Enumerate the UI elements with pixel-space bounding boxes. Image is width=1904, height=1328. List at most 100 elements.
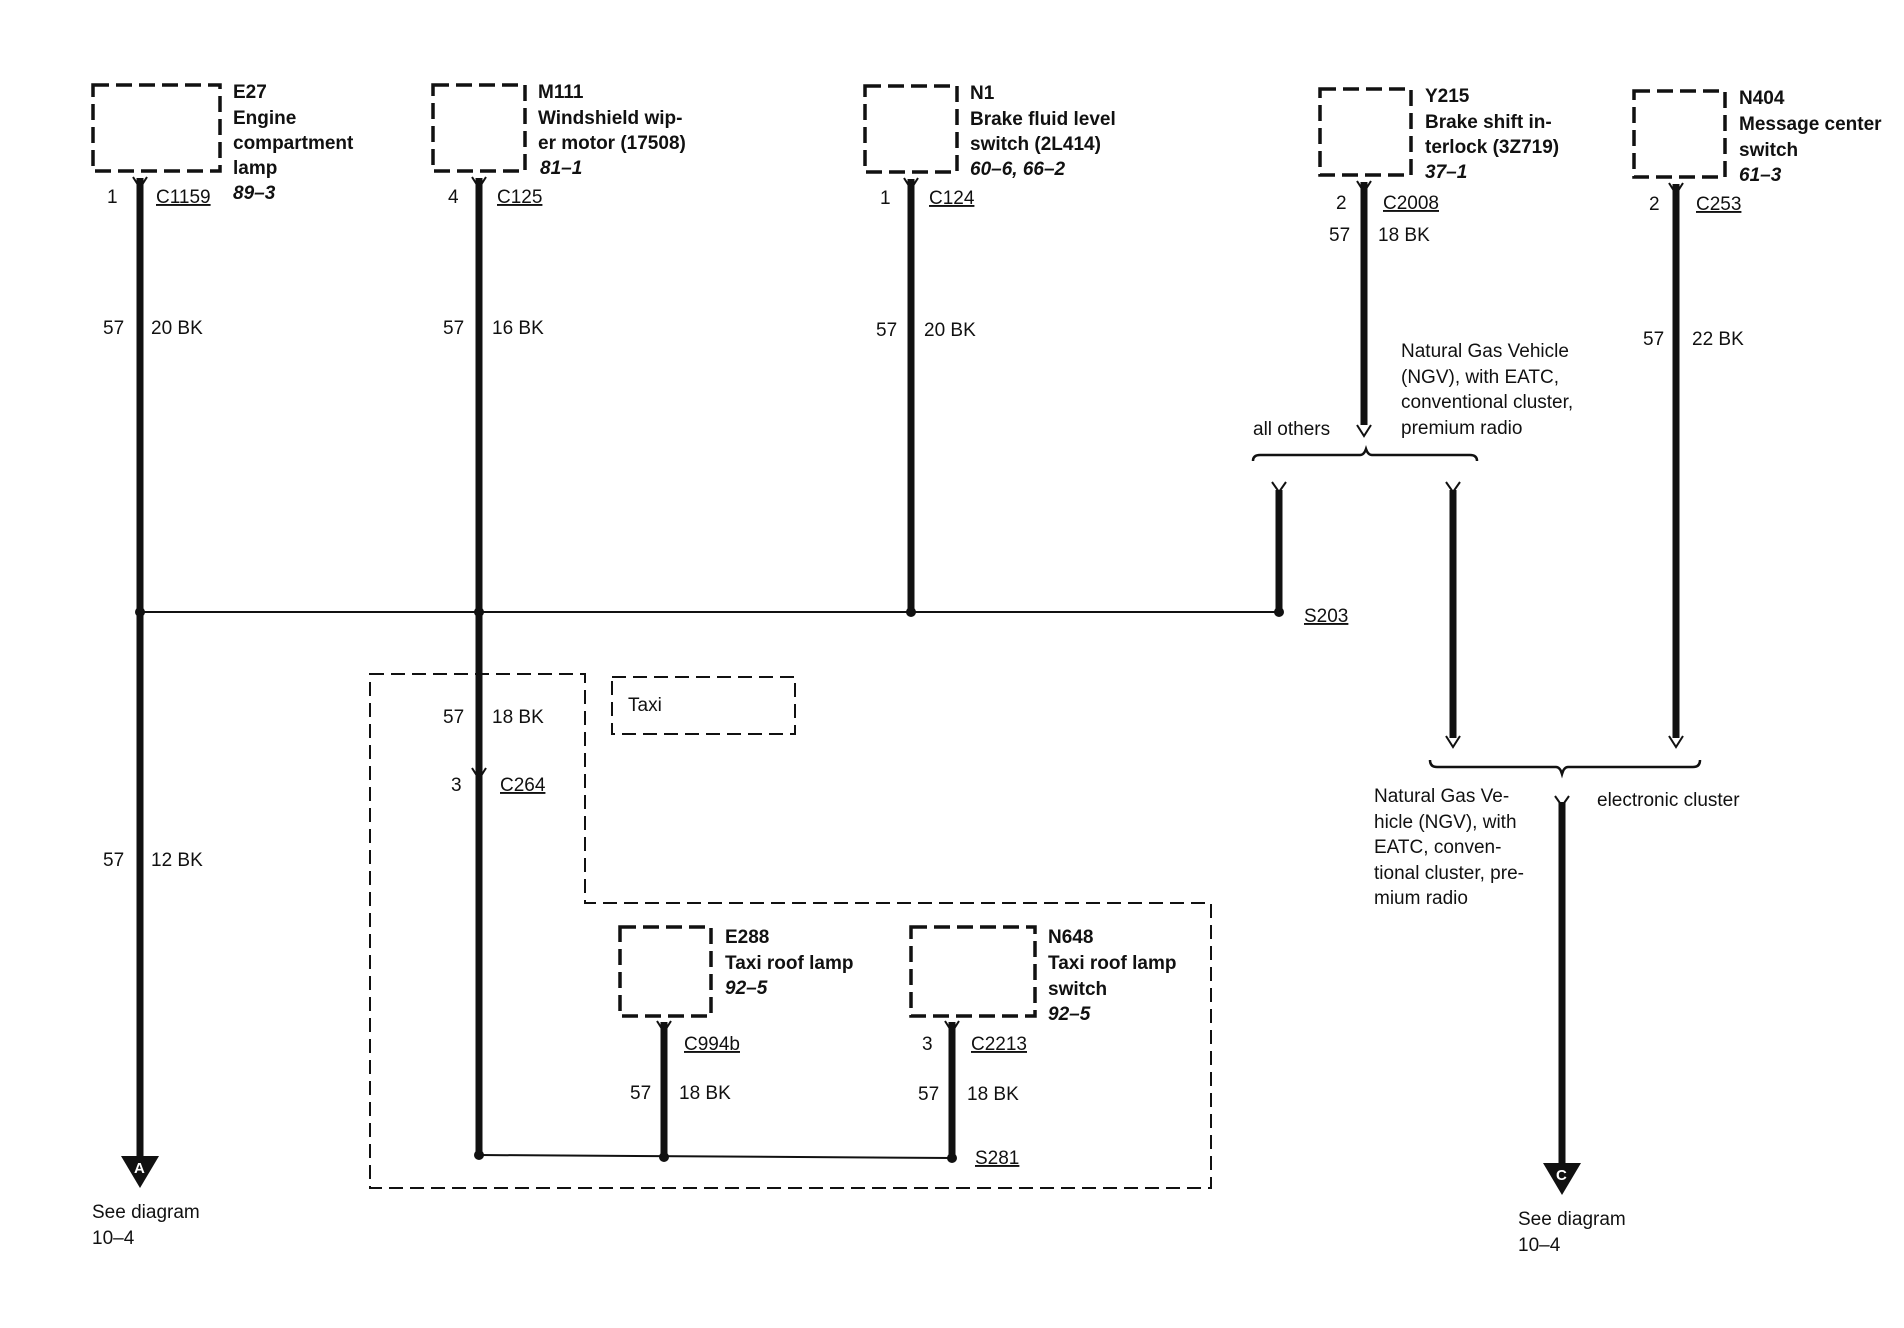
- n404-connector-mark: [1668, 182, 1684, 196]
- e288-circuit: 57: [630, 1083, 651, 1104]
- n1-circuit: 57: [876, 320, 897, 341]
- component-y215: Y215 Brake shift in- terlock (3Z719) 37–…: [1318, 86, 1559, 438]
- s203-dot: [1274, 607, 1284, 617]
- y215-ref: 37–1: [1425, 162, 1467, 183]
- output-a-arrow-icon: [121, 1156, 159, 1188]
- n1-name-line-2: switch (2L414): [970, 134, 1101, 155]
- y215-pin: 2: [1336, 193, 1347, 214]
- m111-id: M111: [538, 82, 584, 103]
- output-c-line-2: 10–4: [1518, 1235, 1561, 1256]
- m111-circuit: 57: [443, 318, 464, 339]
- m111-connector: C125: [497, 187, 542, 208]
- y215-circuit: 57: [1329, 225, 1350, 246]
- output-c-letter: C: [1556, 1167, 1567, 1184]
- n404-name-line-2: switch: [1739, 140, 1798, 161]
- taxi-label: Taxi: [628, 695, 662, 716]
- y215-id: Y215: [1425, 86, 1470, 107]
- n648-circuit: 57: [918, 1084, 939, 1105]
- e27-splice-dot: [135, 607, 145, 617]
- s281-bus-line: [478, 1154, 953, 1159]
- n648-name-line-1: Taxi roof lamp: [1048, 953, 1176, 974]
- n1-connector: C124: [929, 188, 975, 209]
- m111-splice-dot: [474, 607, 484, 617]
- y215-name-line-2: terlock (3Z719): [1425, 137, 1559, 158]
- ngv-upper-line-1: Natural Gas Vehicle: [1401, 341, 1569, 362]
- c264-pin: 3: [451, 775, 462, 796]
- s203-label: S203: [1304, 606, 1348, 627]
- m111-wire-label: 16 BK: [492, 318, 544, 339]
- output-a-line-2: 10–4: [92, 1228, 135, 1249]
- n1-id: N1: [970, 83, 995, 104]
- n1-splice-dot: [906, 607, 916, 617]
- n404-pin: 2: [1649, 194, 1660, 215]
- n648-name-line-2: switch: [1048, 979, 1107, 1000]
- e27-connector-mark: [132, 176, 148, 190]
- n648-ref: 92–5: [1048, 1004, 1091, 1025]
- m111-box: [431, 83, 527, 173]
- n404-wire-label: 22 BK: [1692, 329, 1744, 350]
- n404-id: N404: [1739, 88, 1785, 109]
- e288-box: [618, 925, 713, 1018]
- output-c-line-1: See diagram: [1518, 1209, 1626, 1230]
- n648-connector-mark: [944, 1020, 960, 1034]
- component-n648: N648 Taxi roof lamp switch 92–5 3 C2213 …: [909, 925, 1176, 1158]
- e27-name-line-1: Engine: [233, 108, 296, 129]
- n404-name-line-1: Message center: [1739, 114, 1882, 135]
- lower-brace-shape: [1428, 759, 1702, 779]
- m111-ref: 81–1: [540, 158, 582, 179]
- upper-brace-shape: [1251, 445, 1479, 462]
- n1-wire-label: 20 BK: [924, 320, 976, 341]
- e27-pin: 1: [107, 187, 118, 208]
- e27-circuit: 57: [103, 318, 124, 339]
- splice-s203-bus: S203: [135, 606, 1348, 627]
- ngv-upper-line-2: (NGV), with EATC,: [1401, 367, 1559, 388]
- ngv-lower-line-1: Natural Gas Ve-: [1374, 786, 1509, 807]
- e288-connector-mark: [656, 1020, 672, 1034]
- m111-pin: 4: [448, 187, 459, 208]
- n1-box: [863, 84, 959, 174]
- s281-label: S281: [975, 1148, 1019, 1169]
- ngv-to-lower-arrow: [1445, 735, 1461, 749]
- ngv-lower-line-3: EATC, conven-: [1374, 837, 1501, 858]
- y215-option-arrow: [1356, 424, 1372, 438]
- e288-name-line-1: Taxi roof lamp: [725, 953, 853, 974]
- component-m111: M111 Windshield wip- er motor (17508) 81…: [431, 82, 686, 1155]
- m111-lower-circuit: 57: [443, 707, 464, 728]
- e288-ref: 92–5: [725, 978, 768, 999]
- c264-connector: C264: [500, 775, 546, 796]
- e27-id: E27: [233, 82, 267, 103]
- ngv-lower-line-4: tional cluster, pre-: [1374, 863, 1524, 884]
- n404-connector: C253: [1696, 194, 1741, 215]
- n648-wire-label: 18 BK: [967, 1084, 1019, 1105]
- splice-s281-bus: S281: [474, 1148, 1019, 1169]
- m111-name-line-1: Windshield wip-: [538, 108, 682, 129]
- component-e288: E288 Taxi roof lamp 92–5 C994b 57 18 BK: [618, 925, 853, 1158]
- s281-dot: [947, 1153, 957, 1163]
- output-c-arrow-icon: [1543, 1163, 1581, 1195]
- output-a-letter: A: [134, 1160, 145, 1177]
- ngv-upper-line-4: premium radio: [1401, 418, 1522, 439]
- m111-taxi-dot: [474, 1150, 484, 1160]
- n648-box: [909, 925, 1037, 1018]
- y215-wire-label: 18 BK: [1378, 225, 1430, 246]
- e27-ref: 89–3: [233, 183, 276, 204]
- e27-name-line-3: lamp: [233, 158, 277, 179]
- e27-name-line-2: compartment: [233, 133, 354, 154]
- m111-lower-wire-label: 18 BK: [492, 707, 544, 728]
- component-e27: E27 Engine compartment lamp 89–3 1 C1159…: [91, 82, 354, 1160]
- y215-connector: C2008: [1383, 193, 1439, 214]
- all-others-label: all others: [1253, 419, 1330, 440]
- n648-connector: C2213: [971, 1034, 1027, 1055]
- e27-box: [91, 83, 222, 173]
- electronic-cluster-label: electronic cluster: [1597, 790, 1740, 811]
- component-n404: N404 Message center switch 61–3 2 C253 5…: [1632, 88, 1882, 749]
- n404-box: [1632, 89, 1727, 179]
- taxi-region-outline: [369, 673, 1212, 1189]
- e288-wire-label: 18 BK: [679, 1083, 731, 1104]
- e27-lower-wire-label: 12 BK: [151, 850, 203, 871]
- e288-connector: C994b: [684, 1034, 740, 1055]
- n1-pin: 1: [880, 188, 891, 209]
- e27-connector: C1159: [156, 187, 211, 208]
- m111-name-line-2: er motor (17508): [538, 133, 686, 154]
- ngv-lower-line-5: mium radio: [1374, 888, 1468, 909]
